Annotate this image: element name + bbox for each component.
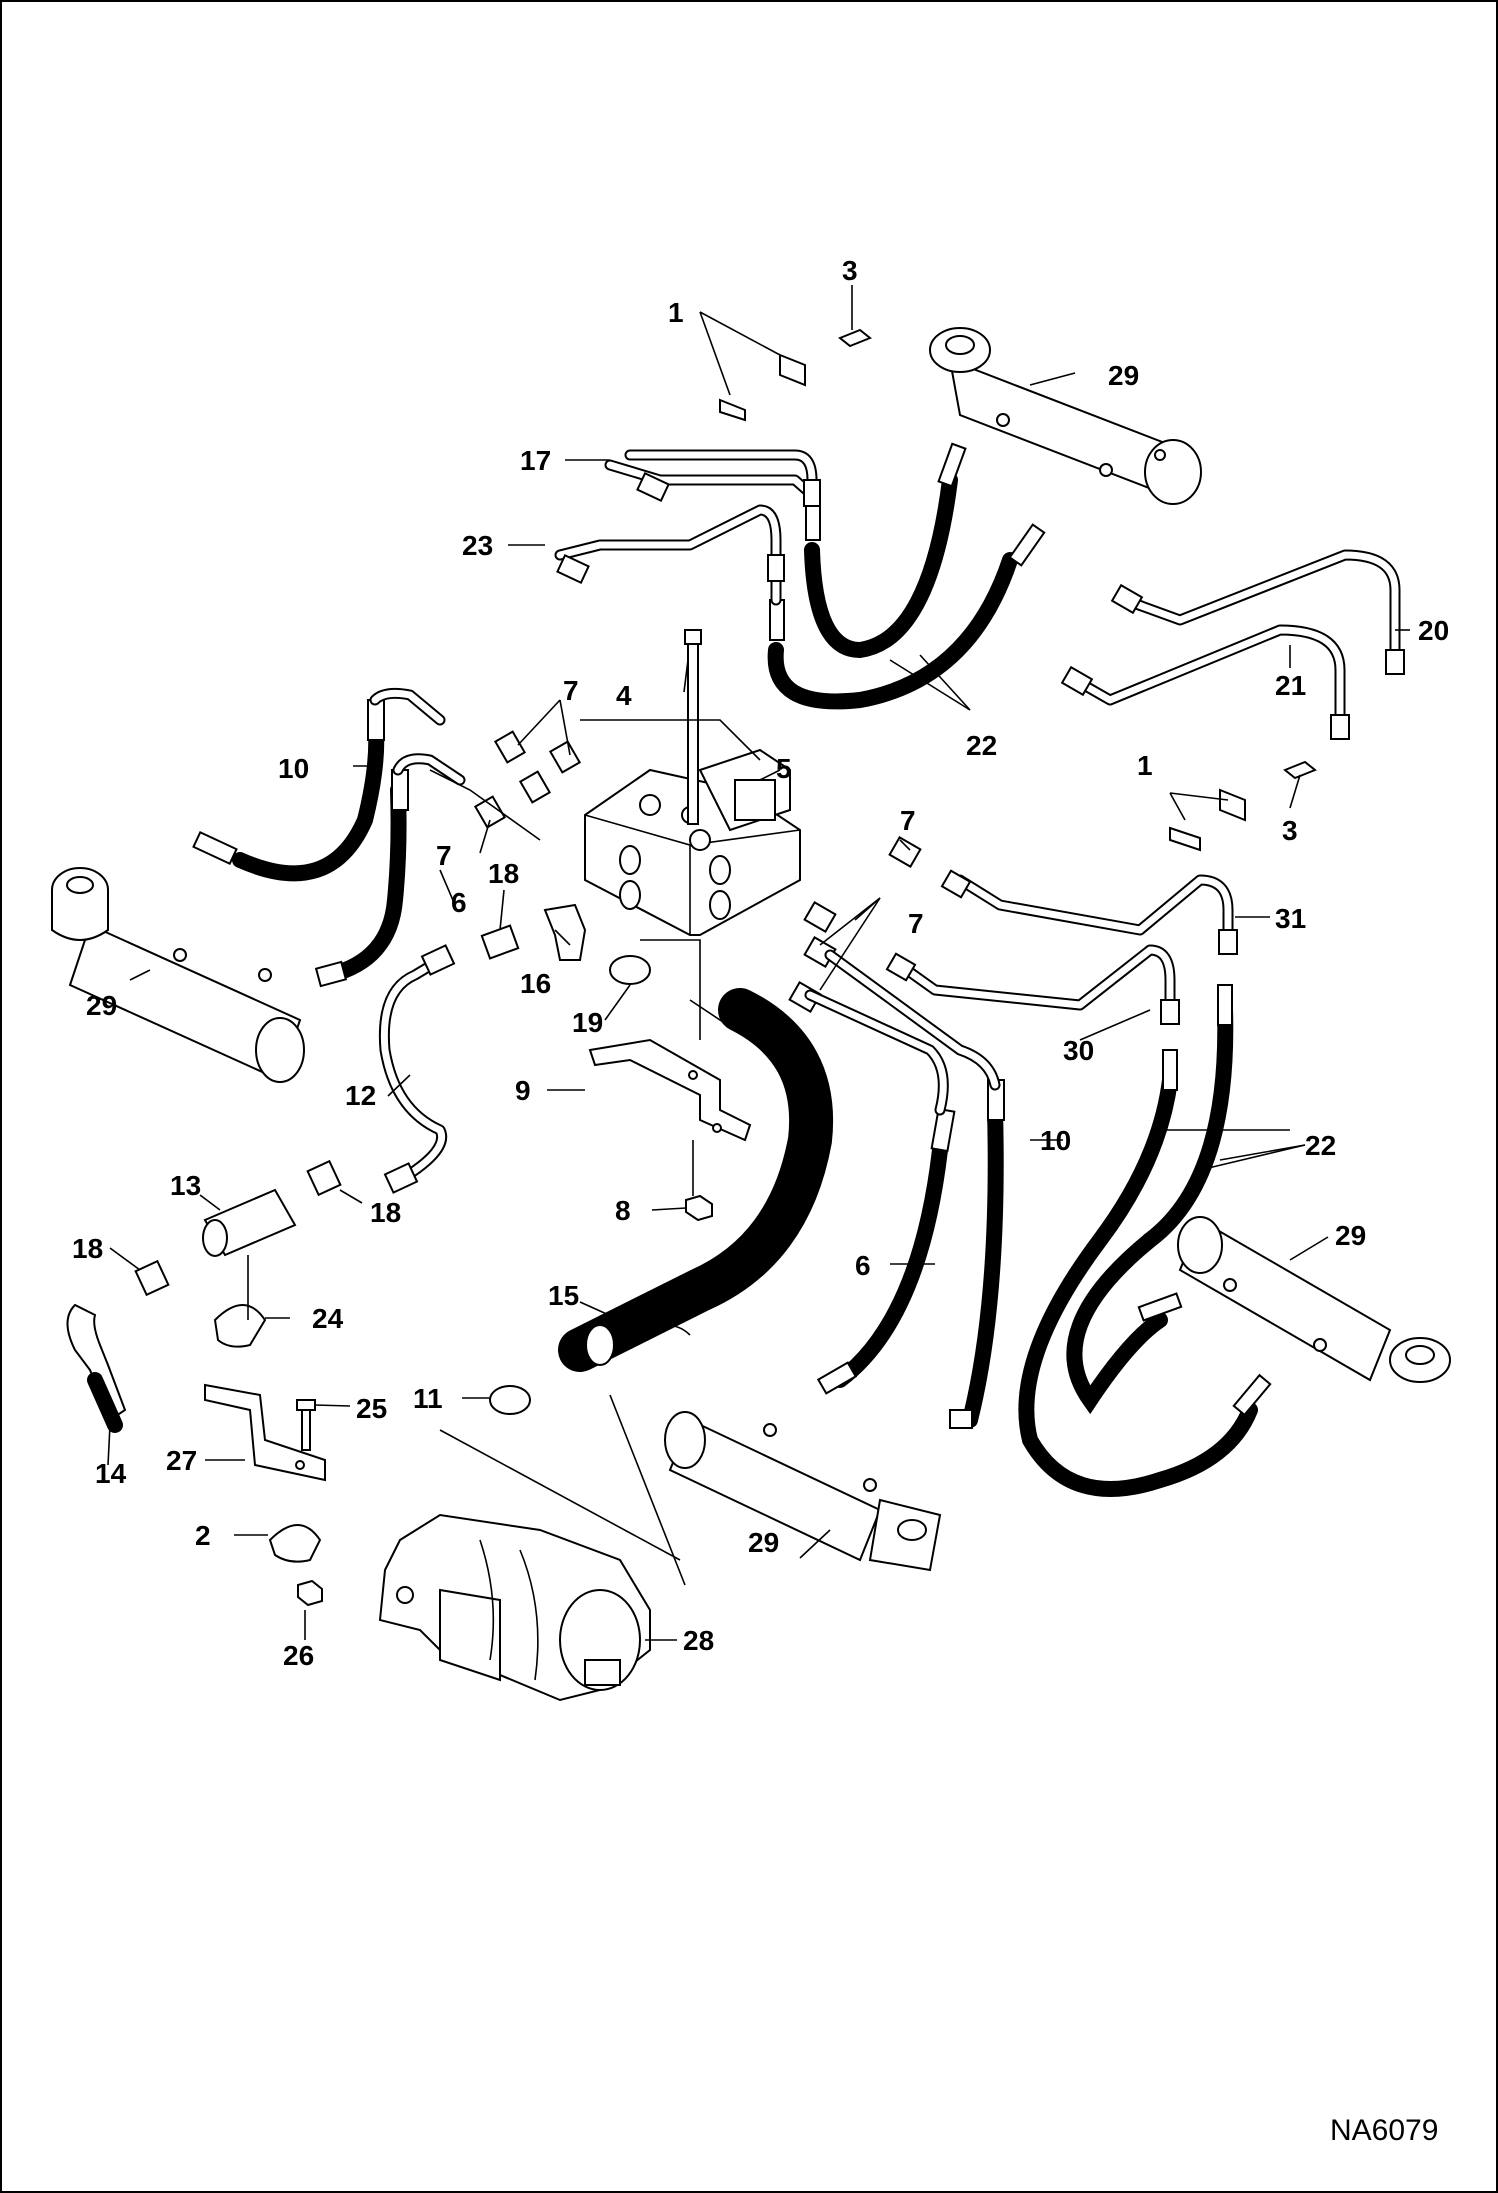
callout-16: 16: [520, 968, 551, 999]
bolt-4: [684, 629, 702, 825]
cylinder-left: [51, 867, 305, 1083]
fitting-18-valve: [480, 924, 520, 960]
callout-13: 13: [170, 1170, 201, 1201]
callout-5: 5: [776, 753, 792, 784]
callout-8: 8: [615, 1195, 631, 1226]
callout-29-bottom: 29: [748, 1527, 779, 1558]
pump-28: [378, 1513, 651, 1702]
callout-12: 12: [345, 1080, 376, 1111]
callout-18-right: 18: [370, 1197, 401, 1228]
callout-22-top: 22: [966, 730, 997, 761]
fitting-hose-22b: [769, 599, 785, 641]
fittings-7: [473, 730, 922, 1014]
elbow-16: [543, 903, 587, 961]
clamp-2: [268, 1524, 322, 1563]
cylinder-top-right: [929, 327, 1202, 505]
callout-23: 23: [462, 530, 493, 561]
clamp-19: [609, 955, 651, 985]
callout-29-right: 29: [1335, 1220, 1366, 1251]
tube-23: [554, 504, 782, 606]
callout-17: 17: [520, 445, 551, 476]
bolt-3-top: [838, 328, 872, 348]
hose-22-top-a: [804, 472, 958, 659]
callout-26: 26: [283, 1640, 314, 1671]
callout-4: 4: [616, 680, 632, 711]
callout-29-top: 29: [1108, 360, 1139, 391]
bolt-3-right: [1283, 760, 1317, 780]
callout-7-right: 7: [900, 805, 916, 836]
bolt-25: [296, 1399, 316, 1411]
callout-20: 20: [1418, 615, 1449, 646]
callout-7-lower: 7: [908, 908, 924, 939]
clamp-24: [213, 1304, 267, 1348]
callout-22-right: 22: [1305, 1130, 1336, 1161]
callout-10-left: 10: [278, 753, 309, 784]
callout-3-right: 3: [1282, 815, 1298, 846]
nut-26: [297, 1579, 323, 1607]
callout-7-top: 7: [563, 675, 579, 706]
callout-10-middle: 10: [1040, 1125, 1071, 1156]
clamp-11: [489, 1385, 531, 1415]
valve-block-5: [584, 748, 801, 936]
hose-15: [558, 988, 834, 1372]
hose-6-middle: [832, 1142, 948, 1388]
hose-6-left: [322, 782, 407, 983]
callout-15: 15: [548, 1280, 579, 1311]
hose-22-top-b: [767, 552, 1018, 710]
clamp-1-right: [1169, 788, 1246, 852]
callout-18-valve: 18: [488, 858, 519, 889]
cylinder-bottom-middle: [664, 1411, 942, 1572]
callout-29-left: 29: [86, 990, 117, 1021]
hose-22-right-b: [1018, 1072, 1258, 1497]
callout-7-left: 7: [436, 840, 452, 871]
callout-1-top: 1: [668, 297, 684, 328]
clamp-1-top: [719, 353, 806, 422]
callout-28: 28: [683, 1625, 714, 1656]
bracket-9: [588, 1038, 752, 1142]
callout-31: 31: [1275, 903, 1306, 934]
callout-27: 27: [166, 1445, 197, 1476]
callout-25: 25: [356, 1393, 387, 1424]
callout-14: 14: [95, 1458, 127, 1489]
bracket-27: [204, 1383, 326, 1482]
callout-3-top: 3: [842, 255, 858, 286]
hose-10-middle: [962, 1102, 1004, 1428]
callout-30: 30: [1063, 1035, 1094, 1066]
callout-19: 19: [572, 1007, 603, 1038]
callout-6-left: 6: [451, 887, 467, 918]
hose-10-left: [232, 712, 385, 882]
callout-labels: 1 3 29 17 23 20 21 22 7 4 5 10 1 3 7 7 6…: [72, 255, 1449, 1671]
callout-11: 11: [413, 1383, 443, 1414]
hose-22-right-a: [1066, 1002, 1234, 1415]
filter-13: [134, 1159, 342, 1297]
callout-21: 21: [1275, 670, 1306, 701]
callout-1-right: 1: [1137, 750, 1153, 781]
cylinder-right: [1177, 1216, 1451, 1383]
nut-8: [685, 1194, 713, 1222]
callout-24: 24: [312, 1303, 344, 1334]
hose-14: [66, 1303, 127, 1433]
figure-id: NA6079: [1330, 2114, 1438, 2147]
callout-2: 2: [195, 1520, 211, 1551]
callout-6-middle: 6: [855, 1250, 871, 1281]
leader-lines: [107, 285, 1410, 1641]
callout-18-left: 18: [72, 1233, 103, 1264]
callout-9: 9: [515, 1075, 531, 1106]
